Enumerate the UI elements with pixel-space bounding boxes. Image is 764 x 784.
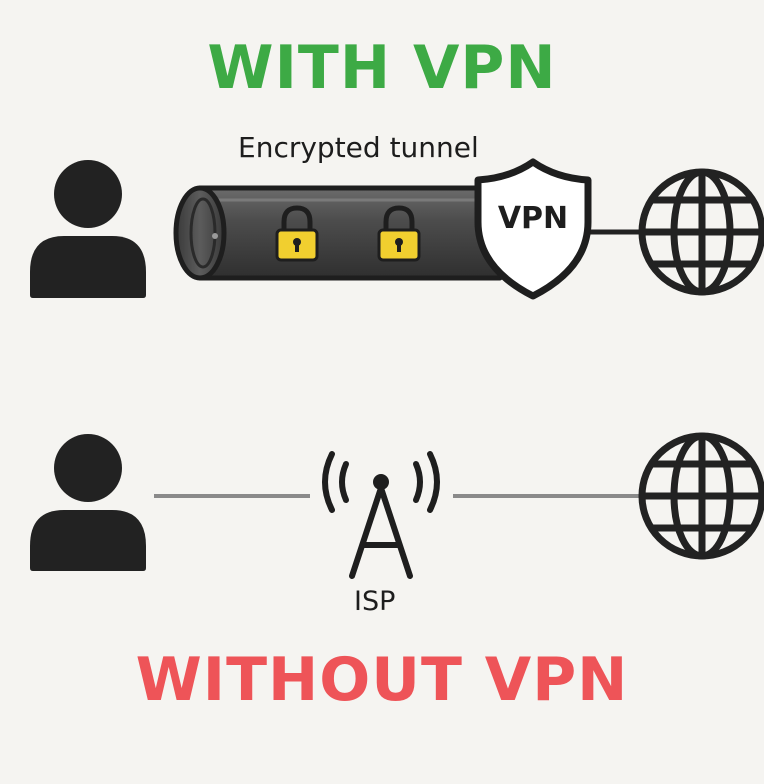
tunnel-icon (173, 185, 503, 281)
padlock-icon (377, 205, 421, 262)
without-vpn-heading: WITHOUT VPN (135, 645, 629, 715)
user-icon (30, 434, 146, 571)
padlock-icon (275, 205, 319, 262)
user-icon (30, 160, 146, 298)
globe-icon (638, 168, 764, 296)
isp-label: ISP (354, 586, 396, 617)
shield-icon: VPN (474, 158, 592, 300)
radio-tower-icon (322, 451, 440, 579)
encrypted-tunnel-label: Encrypted tunnel (238, 131, 479, 164)
vpn-shield-label: VPN (498, 201, 568, 236)
globe-icon (638, 432, 764, 560)
with-vpn-heading: WITH VPN (207, 33, 557, 103)
